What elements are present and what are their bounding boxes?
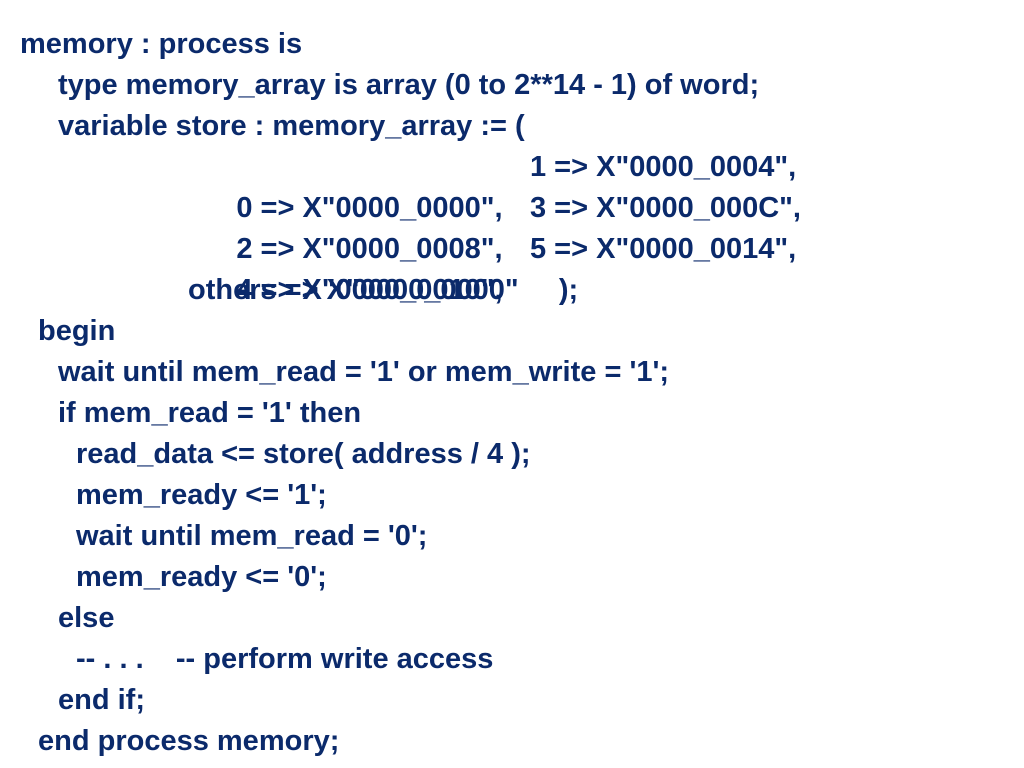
code-line-wait-read-low: wait until mem_read = '0';	[76, 520, 428, 552]
code-line-init-row-2: 2 => X"0000_0008", 3 => X"0000_000C",	[0, 188, 801, 265]
code-line-ready-low: mem_ready <= '0';	[76, 561, 327, 593]
vhdl-code-block: memory : process is type memory_array is…	[0, 24, 801, 762]
code-line-else: else	[58, 602, 115, 634]
code-line-init-row-1: 0 => X"0000_0000", 1 => X"0000_0004",	[0, 147, 796, 224]
code-line-if-read: if mem_read = '1' then	[58, 397, 362, 429]
code-line-type-decl: type memory_array is array (0 to 2**14 -…	[58, 69, 760, 101]
code-line-wait-until: wait until mem_read = '1' or mem_write =…	[58, 356, 670, 388]
init-entry-2: 2 => X"0000_0008",	[236, 233, 503, 265]
init-entry-5: 5 => X"0000_0014",	[530, 233, 797, 265]
code-line-end-if: end if;	[58, 684, 145, 716]
code-line-init-others: others => X"0000_0000" );	[188, 274, 579, 306]
code-line-ready-high: mem_ready <= '1';	[76, 479, 327, 511]
code-line-process-header: memory : process is	[20, 28, 303, 60]
init-entry-0: 0 => X"0000_0000",	[236, 192, 503, 224]
init-entry-1: 1 => X"0000_0004",	[530, 151, 797, 183]
code-line-write-comment: -- . . . -- perform write access	[76, 643, 494, 675]
code-line-read-data: read_data <= store( address / 4 );	[76, 438, 531, 470]
code-line-begin: begin	[38, 315, 116, 347]
code-line-init-row-3: 4 => X"0000_0010", 5 => X"0000_0014",	[0, 229, 796, 306]
code-line-end-process: end process memory;	[38, 725, 340, 757]
code-line-variable-decl: variable store : memory_array := (	[58, 110, 525, 142]
init-entry-4: 4 => X"0000_0010",	[236, 274, 503, 306]
init-entry-3: 3 => X"0000_000C",	[530, 192, 801, 224]
